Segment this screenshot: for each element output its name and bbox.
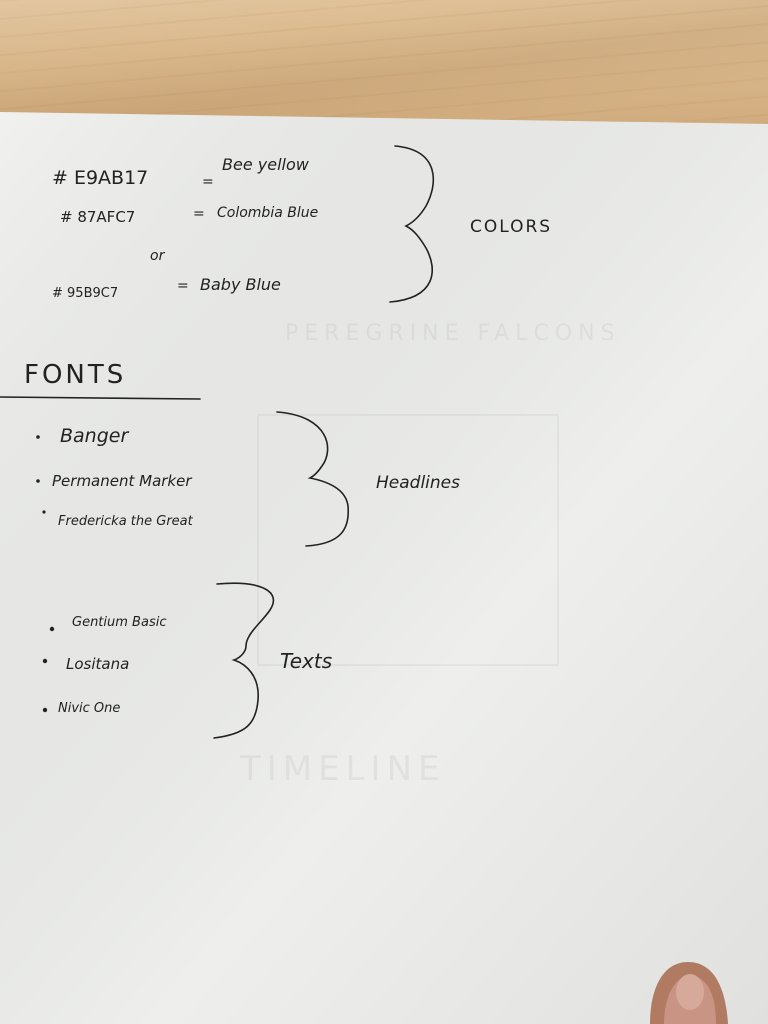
headline-font-2: Permanent Marker — [52, 472, 192, 490]
color-eq-3: = — [177, 278, 189, 294]
text-bullet-3 — [42, 707, 48, 713]
headline-font-1: Banger — [60, 425, 129, 447]
headlines-brace — [276, 411, 350, 547]
text-font-2: Lositana — [66, 655, 129, 673]
texts-brace — [213, 582, 275, 739]
ghost-text-mid: PEREGRINE FALCONS — [285, 321, 621, 346]
color-eq-2: = — [193, 206, 205, 222]
color-code-2: # 87AFC7 — [60, 208, 135, 226]
color-code-1: # E9AB17 — [52, 167, 148, 189]
color-eq-1: = — [202, 174, 214, 190]
ghost-text-large: TIMELINE — [239, 749, 446, 789]
text-font-3: Nivic One — [58, 701, 120, 716]
text-font-1: Gentium Basic — [72, 615, 166, 630]
headline-font-3: Fredericka the Great — [58, 514, 194, 529]
headline-bullet-2 — [36, 479, 40, 483]
headline-bullet-3 — [42, 510, 46, 514]
fonts-title: FONTS — [24, 360, 126, 390]
color-name-3: Baby Blue — [200, 275, 281, 294]
headline-bullet-1 — [36, 435, 40, 439]
colors-brace — [389, 145, 435, 303]
headlines-group-label: Headlines — [376, 473, 460, 493]
color-name-1: Bee yellow — [222, 155, 310, 174]
paper-shading — [0, 112, 768, 1024]
fonts-title-underline — [0, 396, 201, 400]
color-code-3: # 95B9C7 — [52, 286, 118, 301]
wooden-desk-background — [0, 0, 768, 130]
colors-group-label: COLORS — [470, 217, 552, 237]
texts-group-label: Texts — [280, 649, 332, 673]
text-bullet-2 — [42, 658, 48, 664]
ghost-box — [257, 414, 559, 666]
color-or-label: or — [150, 248, 166, 264]
fingertip — [650, 962, 728, 1024]
color-name-2: Colombia Blue — [217, 205, 318, 221]
text-bullet-1 — [49, 626, 55, 632]
